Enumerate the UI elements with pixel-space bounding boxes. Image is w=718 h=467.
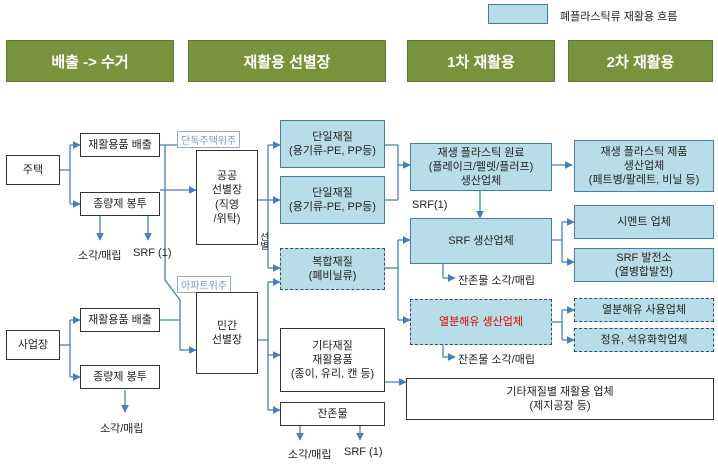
other-detail: (종이, 유리, 캔 등): [290, 368, 375, 381]
public-sort-line-4: /위탁): [213, 212, 241, 225]
legend-swatch: [488, 4, 548, 24]
tag-apartment: 아파트위주: [177, 276, 231, 293]
cement-company: 시멘트 업체: [574, 205, 714, 239]
srf-plant-line-1: SRF 발전소: [616, 251, 672, 264]
residue: 잔존물: [280, 402, 385, 426]
other-subtitle: 재활용품: [312, 353, 353, 366]
volume-bag-business: 종량제 봉투: [80, 365, 160, 389]
residue-srf: SRF (1): [344, 446, 383, 458]
srf-power-plant: SRF 발전소 (열병합발전): [574, 248, 714, 282]
private-sorting-facility: 민간 선별장: [196, 292, 258, 374]
volume-bag-house: 종량제 봉투: [80, 192, 160, 216]
sort-label: 선별: [259, 232, 269, 250]
composite-title: 복합재질: [312, 255, 353, 268]
raw-line-3: 생산업체: [460, 175, 502, 188]
composite-material: 복합재질 (폐비닐류): [280, 248, 385, 290]
legend-label: 폐플라스틱류 재활용 흐름: [560, 11, 678, 23]
recycled-product-producer: 재생 플라스틱 제품 생산업체 (페트병/팔레트, 비닐 등): [574, 140, 714, 192]
tag-detached-housing: 단독주택위주: [177, 131, 241, 148]
single2-title: 단일재질: [312, 186, 353, 199]
srf-house: SRF (1): [133, 247, 172, 259]
private-sort-line-2: 선별장: [211, 334, 243, 346]
public-sorting-facility: 공공 선별장 (직영 /위탁): [196, 150, 258, 245]
other-material: 기타재질 재활용품 (종이, 유리, 캔 등): [280, 328, 385, 392]
raw-line-1: 재생 플라스틱 원료: [437, 146, 525, 159]
incineration-landfill-house: 소각/매립: [78, 250, 122, 262]
single-material-2: 단일재질 (용기류-PE, PP등): [280, 176, 385, 224]
pyrolysis-residue: 잔존물 소각/매립: [458, 354, 535, 366]
header-secondary-recycling: 2차 재활용: [568, 40, 713, 82]
recycle-discharge-house: 재활용품 배출: [80, 133, 160, 157]
source-house: 주택: [6, 155, 60, 185]
header-discharge-collection: 배출 -> 수거: [6, 40, 174, 82]
raw-line-2: (플레이크/펠렛/플러프): [428, 160, 534, 173]
single1-title: 단일재질: [312, 130, 353, 143]
composite-detail: (폐비닐류): [308, 270, 357, 282]
single-material-1: 단일재질 (용기류-PE, PP등): [280, 120, 385, 168]
private-sort-line-1: 민간: [216, 319, 238, 332]
recycled-raw-material-producer: 재생 플라스틱 원료 (플레이크/펠렛/플러프) 생산업체: [410, 143, 552, 191]
other-recycler-line-2: (제지공장 등): [529, 400, 591, 412]
srf-note: SRF(1): [412, 199, 448, 211]
refinery-petrochemical: 정유, 석유화학업체: [574, 328, 714, 352]
single1-detail: (용기류-PE, PP등): [289, 145, 376, 157]
incineration-landfill-business: 소각/매립: [100, 423, 144, 435]
srf-plant-line-2: (열병합발전): [615, 266, 673, 278]
recycle-discharge-business: 재활용품 배출: [80, 308, 160, 332]
product-line-3: (페트병/팔레트, 비닐 등): [588, 174, 700, 187]
residue-incineration: 소각/매립: [288, 449, 332, 461]
srf-residue: 잔존물 소각/매립: [458, 275, 535, 287]
public-sort-line-3: (직영: [215, 198, 239, 211]
single2-detail: (용기류-PE, PP등): [289, 201, 376, 213]
pyrolysis-oil-user: 열분해유 사용업체: [574, 298, 714, 322]
other-title: 기타재질: [312, 339, 353, 352]
pyrolysis-oil-producer: 열분해유 생산업체: [410, 299, 552, 345]
header-sorting-facility: 재활용 선별장: [188, 40, 386, 82]
other-recycler-line-1: 기타재질별 재활용 업체: [506, 385, 614, 398]
public-sort-line-2: 선별장: [211, 184, 243, 197]
srf-producer: SRF 생산업체: [410, 218, 552, 264]
public-sort-line-1: 공공: [216, 169, 238, 182]
product-line-2: 생산업체: [623, 159, 665, 172]
header-primary-recycling: 1차 재활용: [407, 40, 555, 82]
other-material-recycler: 기타재질별 재활용 업체 (제지공장 등): [406, 378, 714, 420]
product-line-1: 재생 플라스틱 제품: [600, 145, 688, 158]
source-business: 사업장: [6, 330, 60, 360]
